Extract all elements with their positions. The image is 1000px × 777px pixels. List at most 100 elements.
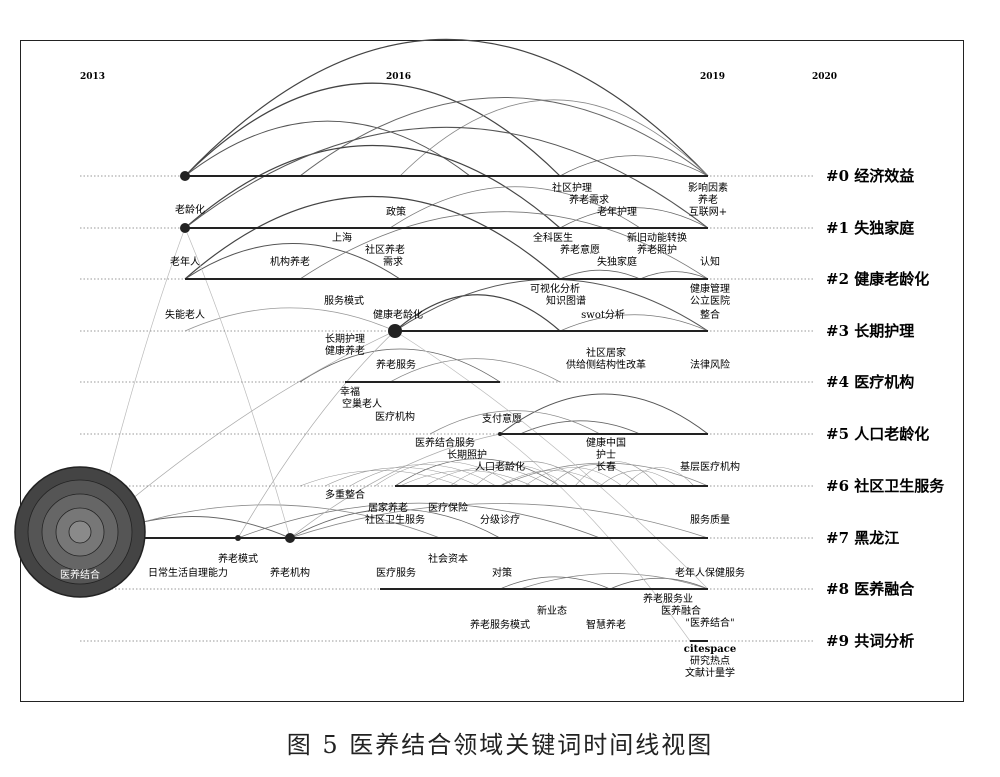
- cocitation-arc: [184, 227, 291, 539]
- cocitation-arc: [299, 96, 709, 177]
- cocitation-arc: [289, 503, 709, 539]
- cocitation-arc: [184, 38, 709, 177]
- keyword-label: 养老机构: [270, 566, 310, 579]
- keyword-label: 社区卫生服务: [365, 513, 425, 526]
- cluster-label: #1 失独家庭: [826, 219, 915, 237]
- cocitation-arc: [639, 271, 709, 280]
- keyword-label: 需求: [383, 256, 403, 268]
- keyword-label: 养老照护: [637, 243, 677, 256]
- cocitation-arc: [559, 155, 709, 177]
- cocitation-arc: [289, 508, 501, 539]
- cocitation-arc: [574, 461, 659, 487]
- cocitation-arc: [349, 464, 497, 487]
- keyword-label: 老龄化: [175, 203, 205, 216]
- keyword-label: 医养结合服务: [415, 436, 475, 449]
- keyword-label: swot分析: [581, 308, 625, 321]
- cocitation-arc: [499, 433, 691, 642]
- keyword-node: [180, 171, 190, 181]
- keyword-label: 长春: [596, 461, 616, 473]
- cocitation-arc: [599, 470, 677, 487]
- year-label-2019: 2019: [700, 72, 725, 82]
- cocitation-arc: [559, 269, 641, 280]
- cluster-label: #7 黑龙江: [826, 529, 899, 547]
- keyword-label: 幸福: [340, 385, 360, 398]
- keyword-node: [180, 223, 190, 233]
- cocitation-arc: [499, 576, 611, 590]
- keyword-label: 社会资本: [428, 552, 468, 565]
- cocitation-arc: [429, 410, 601, 435]
- cocitation-arc: [624, 467, 695, 487]
- cocitation-arc: [184, 126, 709, 229]
- cluster-label: #9 共词分析: [826, 632, 914, 650]
- keyword-label: citespace: [684, 644, 736, 655]
- cluster-label: #8 医养融合: [826, 580, 915, 598]
- keyword-label: 基层医疗机构: [680, 460, 740, 473]
- keyword-label: 养老服务: [376, 358, 416, 371]
- cluster-label: #5 人口老龄化: [826, 425, 929, 443]
- keyword-label: 对策: [492, 566, 512, 579]
- figure-caption: 图 5 医养结合领域关键词时间线视图: [286, 731, 714, 759]
- keyword-label: 社区居家: [586, 346, 626, 359]
- cocitation-arc: [299, 211, 709, 280]
- keyword-node: [388, 324, 402, 338]
- keyword-label: 护士: [596, 448, 616, 461]
- cluster-label: #2 健康老龄化: [826, 270, 929, 288]
- cocitation-arc: [374, 461, 515, 487]
- figure-frame: [20, 40, 964, 702]
- center-node-ring: [68, 520, 92, 544]
- year-label-2020: 2020: [812, 72, 837, 82]
- keyword-node: [285, 533, 295, 543]
- keyword-label: 长期照护: [447, 448, 487, 461]
- cocitation-arc: [237, 502, 601, 539]
- cluster-label: #4 医疗机构: [826, 373, 914, 391]
- cluster-timelines: [80, 175, 815, 642]
- keyword-label: 社区养老: [365, 243, 405, 256]
- keyword-label: 养老: [698, 193, 718, 206]
- keyword-nodes: [14, 171, 502, 598]
- cocitation-arc: [524, 467, 623, 487]
- keyword-label: 老年人保健服务: [675, 566, 745, 579]
- keyword-label: 研究热点: [690, 654, 730, 667]
- keyword-label: 互联网+: [689, 206, 727, 218]
- cocitation-arc: [559, 314, 709, 332]
- cocitation-arc: [499, 393, 709, 435]
- center-node-label: 医养结合: [60, 568, 100, 581]
- keyword-label: 认知: [700, 255, 720, 268]
- year-axis: 2013 2016 2019 2020: [80, 72, 837, 82]
- keyword-node: [498, 432, 502, 436]
- keyword-label: 服务模式: [324, 294, 364, 307]
- keyword-label: 知识图谱: [546, 294, 586, 307]
- cocitation-arc: [519, 420, 641, 435]
- keyword-label: 多重整合: [325, 488, 365, 501]
- keyword-label: 分级诊疗: [480, 513, 520, 526]
- cocitation-arc: [299, 348, 501, 383]
- keyword-label: 法律风险: [690, 358, 730, 371]
- keyword-label: 日常生活自理能力: [148, 566, 228, 579]
- keyword-labels: 社区护理养老需求老年护理影响因素养老互联网+老龄化政策上海全科医生新旧动能转换养…: [148, 181, 745, 679]
- cocitation-arc: [474, 461, 587, 487]
- keyword-label: 养老模式: [218, 552, 258, 565]
- keyword-label: 居家养老: [368, 501, 408, 514]
- keyword-label: 医疗机构: [375, 410, 415, 423]
- keyword-label: 医疗服务: [376, 566, 416, 579]
- cocitation-arc: [399, 99, 709, 177]
- keyword-label: 可视化分析: [530, 282, 580, 295]
- keyword-node: [235, 535, 241, 541]
- cocitation-arc: [499, 462, 709, 487]
- cocitation-arc: [324, 467, 479, 487]
- keyword-label: 社区护理: [552, 181, 592, 194]
- keyword-label: 文献计量学: [685, 666, 735, 679]
- keyword-label: 机构养老: [270, 255, 310, 268]
- cluster-label: #6 社区卫生服务: [826, 477, 945, 495]
- year-label-2016: 2016: [386, 72, 411, 82]
- keyword-label: 健康管理: [690, 282, 730, 295]
- keyword-label: 全科医生: [533, 231, 573, 244]
- cocitation-arc: [237, 330, 396, 539]
- keyword-label: 服务质量: [690, 513, 730, 526]
- cocitation-arc: [394, 294, 561, 332]
- keyword-label: 人口老龄化: [475, 460, 525, 473]
- cocitation-arc: [394, 458, 561, 487]
- keyword-label: 整合: [700, 308, 720, 321]
- cocitation-arc: [449, 464, 569, 487]
